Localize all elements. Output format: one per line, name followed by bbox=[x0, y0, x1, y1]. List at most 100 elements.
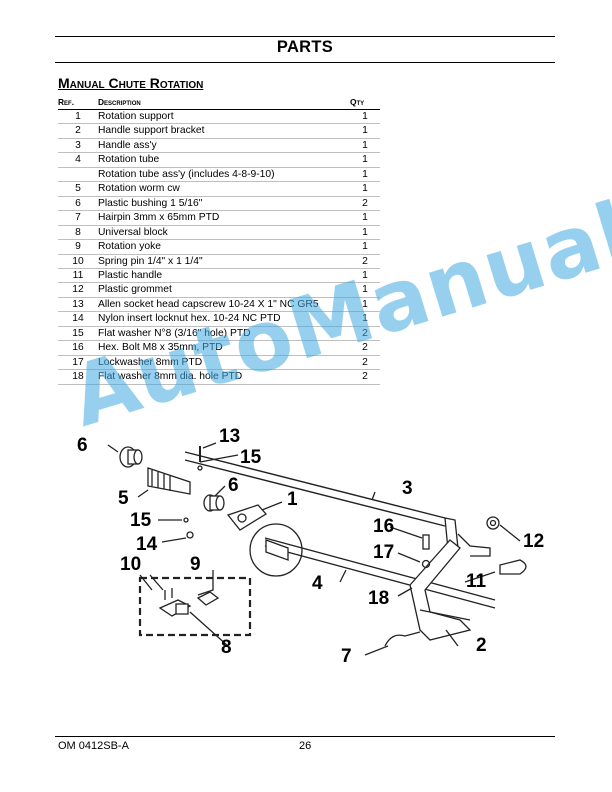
qty-cell: 1 bbox=[350, 282, 380, 298]
callout-6-middle: 6 bbox=[228, 475, 239, 496]
description-cell: Handle support bracket bbox=[98, 123, 350, 139]
ref-cell: 8 bbox=[58, 225, 98, 241]
ref-cell: 3 bbox=[58, 138, 98, 154]
callout-14: 14 bbox=[136, 534, 158, 555]
description-cell: Universal block bbox=[98, 225, 350, 241]
table-row: Rotation tube ass'y (includes 4-8-9-10)1 bbox=[58, 167, 380, 183]
callout-8: 8 bbox=[221, 637, 232, 658]
footer-page-number: 26 bbox=[299, 740, 312, 752]
qty-cell: 2 bbox=[350, 369, 380, 385]
ref-cell: 17 bbox=[58, 355, 98, 371]
description-cell: Hairpin 3mm x 65mm PTD bbox=[98, 210, 350, 226]
description-cell: Plastic grommet bbox=[98, 282, 350, 298]
ref-cell: 10 bbox=[58, 254, 98, 270]
callout-4: 4 bbox=[312, 573, 323, 594]
ref-cell: 13 bbox=[58, 297, 98, 313]
description-cell: Hex. Bolt M8 x 35mm, PTD bbox=[98, 340, 350, 356]
column-header-description: Description bbox=[98, 96, 350, 110]
qty-cell: 1 bbox=[350, 109, 380, 125]
qty-cell: 2 bbox=[350, 355, 380, 371]
footer-rule bbox=[55, 736, 555, 737]
qty-cell: 2 bbox=[350, 326, 380, 342]
description-cell: Spring pin 1/4" x 1 1/4" bbox=[98, 254, 350, 270]
ref-cell: 5 bbox=[58, 181, 98, 197]
callout-11: 11 bbox=[466, 571, 487, 592]
callout-15-lower: 15 bbox=[130, 510, 152, 531]
description-cell: Rotation worm cw bbox=[98, 181, 350, 197]
description-cell: Nylon insert locknut hex. 10-24 NC PTD bbox=[98, 311, 350, 327]
footer-doc-code: OM 0412SB-A bbox=[58, 740, 129, 752]
header-bottom-rule bbox=[55, 62, 555, 63]
callout-5: 5 bbox=[118, 488, 129, 509]
callout-1: 1 bbox=[287, 489, 298, 510]
table-header-row: Ref. Description Qty bbox=[58, 96, 380, 110]
description-cell: Rotation support bbox=[98, 109, 350, 125]
callout-16: 16 bbox=[373, 516, 394, 537]
callout-17: 17 bbox=[373, 542, 394, 563]
ref-cell: 16 bbox=[58, 340, 98, 356]
description-cell: Flat washer N°8 (3/16" hole) PTD bbox=[98, 326, 350, 342]
callout-13: 13 bbox=[219, 426, 240, 447]
ref-cell: 9 bbox=[58, 239, 98, 255]
exploded-parts-diagram: 6 5 6 1 3 13 15 15 14 16 17 12 11 4 18 1… bbox=[77, 426, 544, 667]
description-cell: Rotation tube bbox=[98, 152, 350, 168]
ref-cell: 1 bbox=[58, 109, 98, 125]
description-cell: Allen socket head capscrew 10-24 X 1" NC… bbox=[98, 297, 350, 313]
ref-cell: 18 bbox=[58, 369, 98, 385]
callout-10: 10 bbox=[120, 554, 141, 575]
qty-cell: 1 bbox=[350, 138, 380, 154]
column-header-qty: Qty bbox=[350, 96, 380, 110]
callout-18: 18 bbox=[368, 588, 389, 609]
ref-cell: 2 bbox=[58, 123, 98, 139]
ref-cell: 15 bbox=[58, 326, 98, 342]
description-cell: Plastic handle bbox=[98, 268, 350, 284]
page-title: PARTS bbox=[276, 38, 334, 56]
callout-9: 9 bbox=[190, 554, 201, 575]
description-cell: Lockwasher 8mm PTD bbox=[98, 355, 350, 371]
callout-7: 7 bbox=[341, 646, 352, 667]
callout-6-upper: 6 bbox=[77, 435, 88, 456]
ref-cell: 6 bbox=[58, 196, 98, 212]
callout-15-upper: 15 bbox=[240, 447, 262, 468]
ref-cell bbox=[58, 167, 98, 183]
qty-cell: 2 bbox=[350, 254, 380, 270]
description-cell: Handle ass'y bbox=[98, 138, 350, 154]
column-header-ref: Ref. bbox=[58, 96, 98, 110]
qty-cell: 1 bbox=[350, 123, 380, 139]
qty-cell: 1 bbox=[350, 225, 380, 241]
callout-3: 3 bbox=[402, 478, 413, 499]
description-cell: Flat washer 8mm dia. hole PTD bbox=[98, 369, 350, 385]
qty-cell: 1 bbox=[350, 210, 380, 226]
qty-cell: 1 bbox=[350, 167, 380, 183]
section-title: Manual Chute Rotation bbox=[58, 75, 204, 91]
ref-cell: 4 bbox=[58, 152, 98, 168]
callout-12: 12 bbox=[523, 531, 544, 552]
qty-cell: 2 bbox=[350, 196, 380, 212]
qty-cell: 2 bbox=[350, 340, 380, 356]
qty-cell: 1 bbox=[350, 297, 380, 313]
description-cell: Rotation tube ass'y (includes 4-8-9-10) bbox=[98, 167, 350, 183]
qty-cell: 1 bbox=[350, 239, 380, 255]
description-cell: Plastic bushing 1 5/16" bbox=[98, 196, 350, 212]
ref-cell: 12 bbox=[58, 282, 98, 298]
qty-cell: 1 bbox=[350, 268, 380, 284]
description-cell: Rotation yoke bbox=[98, 239, 350, 255]
